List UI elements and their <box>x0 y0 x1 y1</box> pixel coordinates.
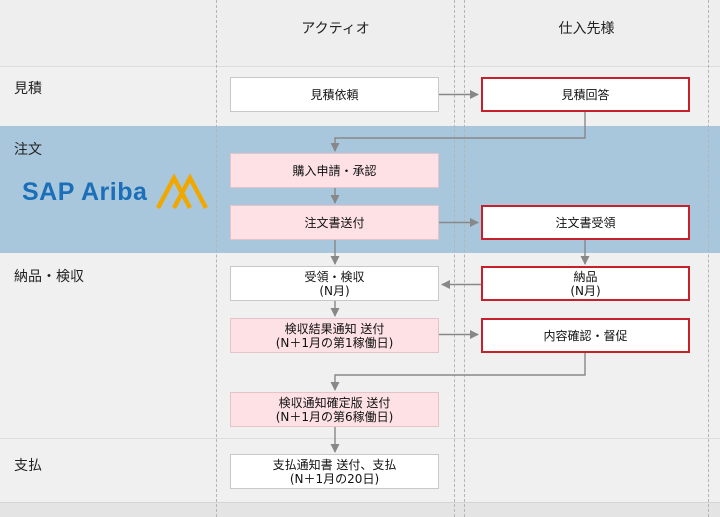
payment-notice-label: 支払通知書 送付、支払 <box>272 457 397 472</box>
inspection-notice-date: (N＋1月の第1稼働日) <box>275 335 394 350</box>
order-send-label: 注文書送付 <box>304 215 365 230</box>
receipt-inspection-period: (N月) <box>319 283 350 298</box>
inspection-notice-label: 検収結果通知 送付 <box>284 321 385 336</box>
header-band <box>0 0 720 66</box>
purchase-request-box: 購入申請・承認 <box>230 153 439 188</box>
content-confirm-label: 内容確認・督促 <box>543 328 628 343</box>
row-label-order: 注文 <box>14 142 42 158</box>
payment-notice-box: 支払通知書 送付、支払 (N＋1月の20日) <box>230 454 439 489</box>
logo-text: SAP Ariba <box>22 177 148 206</box>
supplier-column-title: 仕入先様 <box>558 21 615 37</box>
delivery-box: 納品 (N月) <box>481 266 690 301</box>
quote-request-label: 見積依頼 <box>310 87 359 102</box>
final-notice-box: 検収通知確定版 送付 (N＋1月の第6稼働日) <box>230 392 439 427</box>
delivery-period: (N月) <box>570 283 601 298</box>
supplier-column: 仕入先様 <box>464 0 709 517</box>
final-notice-date: (N＋1月の第6稼働日) <box>275 409 394 424</box>
ariba-chevron-icon <box>156 173 209 210</box>
receipt-inspection-label: 受領・検収 <box>304 269 365 284</box>
order-receive-box: 注文書受領 <box>481 205 690 240</box>
order-receive-label: 注文書受領 <box>555 215 616 230</box>
quote-answer-box: 見積回答 <box>481 77 690 112</box>
delivery-label: 納品 <box>573 269 598 284</box>
row-label-delivery: 納品・検収 <box>14 269 84 285</box>
order-send-box: 注文書送付 <box>230 205 439 240</box>
arrow-answer-to-purchase <box>330 111 586 152</box>
receipt-inspection-box: 受領・検収 (N月) <box>230 266 439 301</box>
purchase-request-label: 購入申請・承認 <box>292 163 377 178</box>
quote-request-box: 見積依頼 <box>230 77 439 112</box>
arrow-confirm-to-final <box>330 352 586 391</box>
sap-ariba-logo: SAP Ariba <box>22 172 211 212</box>
content-confirm-box: 内容確認・督促 <box>481 318 690 353</box>
inspection-notice-box: 検収結果通知 送付 (N＋1月の第1稼働日) <box>230 318 439 353</box>
footer-band <box>0 502 720 517</box>
row-label-payment: 支払 <box>14 458 42 474</box>
actio-column-title: アクティオ <box>301 21 370 37</box>
final-notice-label: 検収通知確定版 送付 <box>278 395 391 410</box>
quote-answer-label: 見積回答 <box>561 87 610 102</box>
actio-column: アクティオ <box>216 0 455 517</box>
payment-notice-date: (N＋1月の20日) <box>289 471 380 486</box>
row-label-quote: 見積 <box>14 81 42 97</box>
